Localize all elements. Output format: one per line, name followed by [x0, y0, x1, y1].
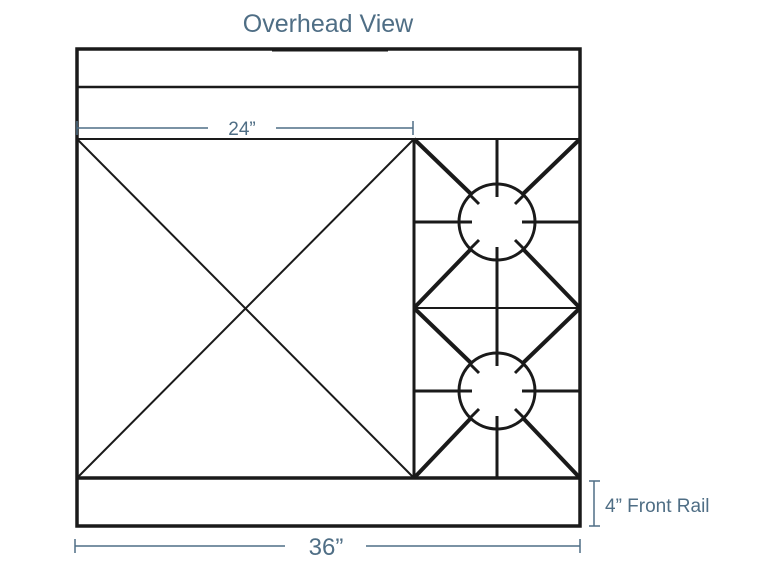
total-width-dimension	[74, 539, 581, 553]
burner-bottom	[457, 351, 537, 431]
griddle-width-label: 24”	[228, 119, 255, 140]
range-outline	[75, 47, 582, 528]
front-rail-dimension	[589, 480, 600, 527]
diagram-title: Overhead View	[242, 10, 414, 38]
front-rail-label: 4” Front Rail	[605, 496, 710, 517]
burner-top	[457, 182, 537, 262]
griddle-width-dimension	[76, 121, 414, 135]
burner-grate-section	[412, 137, 582, 480]
total-width-label: 36”	[309, 534, 344, 561]
griddle-diagonal-2	[76, 138, 415, 479]
